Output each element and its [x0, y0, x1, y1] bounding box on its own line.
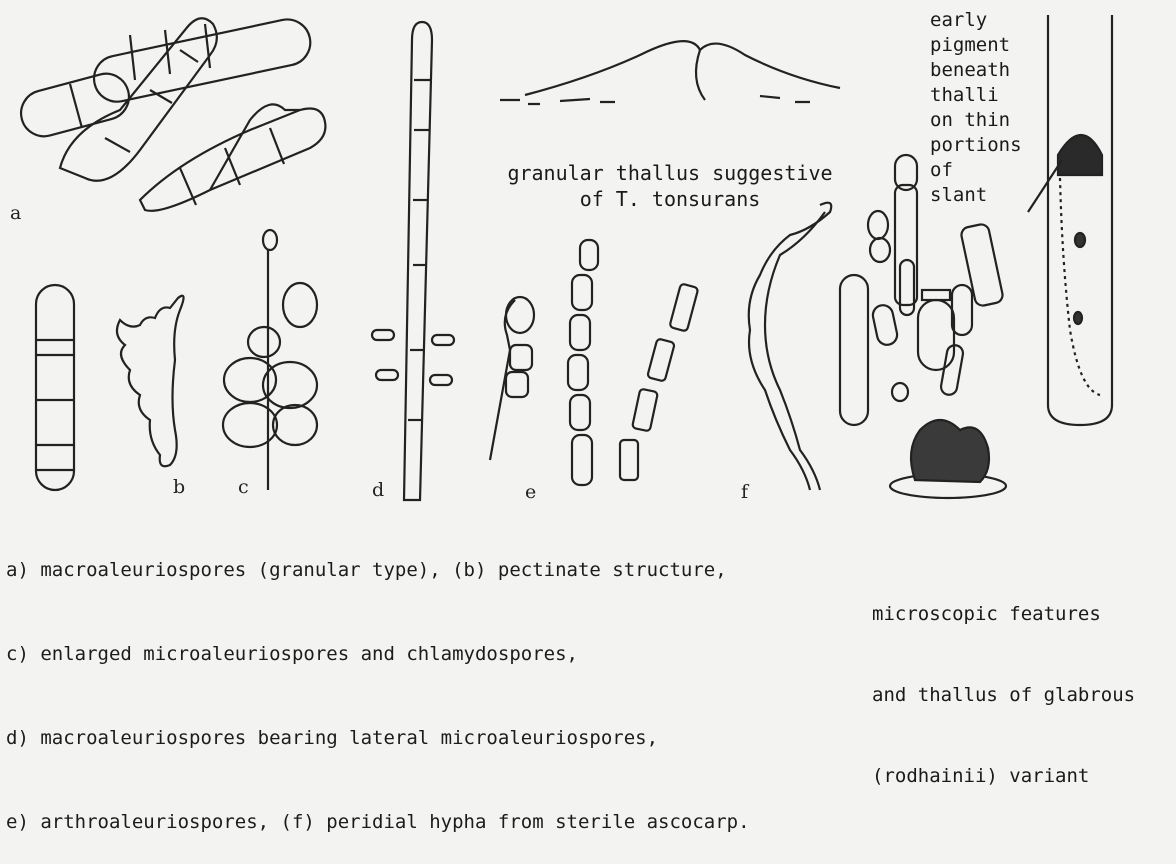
- slant-culture-tube-drawing: [1028, 15, 1112, 425]
- glabrous-caption-line-1: microscopic features: [872, 601, 1135, 628]
- pectinate-structure-drawing: [117, 296, 184, 467]
- pigment-note-line: thalli: [930, 83, 1020, 108]
- panel-letter-c: c: [238, 476, 249, 498]
- legend-line-2: c) enlarged microaleuriospores and chlam…: [6, 640, 750, 668]
- legend-line-4: e) arthroaleuriospores, (f) peridial hyp…: [6, 808, 750, 836]
- glabrous-thallus-drawing: [890, 420, 1006, 498]
- glabrous-caption-line-3: (rodhainii) variant: [872, 763, 1135, 790]
- macroaleuriospore-hypha-drawing: [372, 22, 454, 500]
- pigment-note-line: beneath: [930, 58, 1020, 83]
- granular-thallus-drawing: [500, 41, 840, 104]
- arthroaleuriospores-drawing: [490, 240, 698, 485]
- glabrous-caption-line-2: and thallus of glabrous: [872, 682, 1135, 709]
- legend-line-3: d) macroaleuriospores bearing lateral mi…: [6, 724, 750, 752]
- glabrous-variant-caption: microscopic features and thallus of glab…: [872, 547, 1135, 817]
- panel-letter-b: b: [173, 476, 185, 498]
- granular-thallus-caption-line-2: of T. tonsurans: [490, 186, 850, 212]
- panel-letter-a: a: [10, 202, 21, 224]
- pigment-note-line: portions: [930, 133, 1020, 158]
- peridial-hypha-drawing: [749, 203, 832, 490]
- pigment-note-line: of slant: [930, 158, 1020, 208]
- pigment-note: early pigment beneath thalli on thin por…: [930, 8, 1020, 208]
- pigment-note-line: pigment: [930, 33, 1020, 58]
- pigment-note-line: on thin: [930, 108, 1020, 133]
- granular-thallus-caption: granular thallus suggestive of T. tonsur…: [490, 160, 850, 212]
- figure-legend: a) macroaleuriospores (granular type), (…: [6, 500, 750, 864]
- segmented-spore-drawing: [36, 285, 74, 490]
- pigment-note-line: early: [930, 8, 1020, 33]
- panel-letter-d: d: [372, 479, 384, 501]
- granular-thallus-caption-line-1: granular thallus suggestive: [490, 160, 850, 186]
- macroaleuriospores-drawing: [16, 15, 326, 211]
- chlamydospores-drawing: [223, 230, 317, 490]
- legend-line-1: a) macroaleuriospores (granular type), (…: [6, 556, 750, 584]
